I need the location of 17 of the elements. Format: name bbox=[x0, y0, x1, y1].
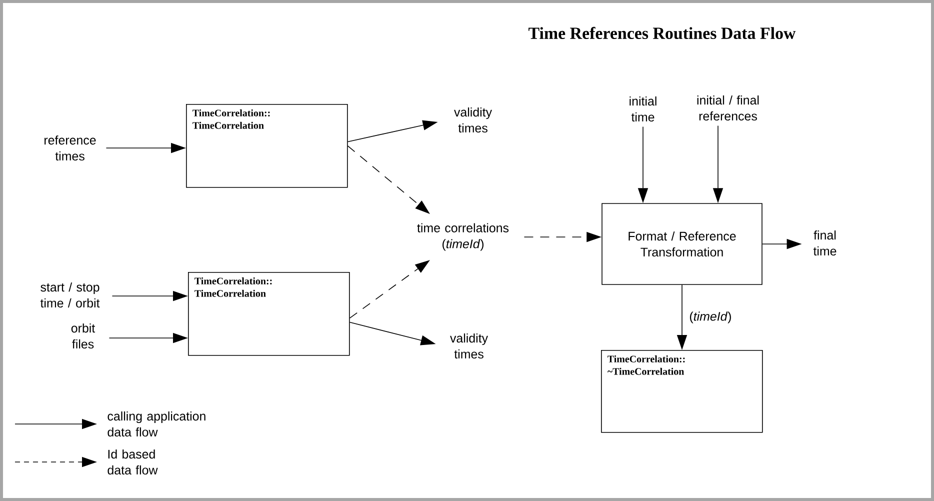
label-text: validity times bbox=[450, 333, 488, 359]
title: Time References Routines Data Flow bbox=[528, 26, 796, 40]
class-box: TimeCorrelation:: TimeCorrelation bbox=[188, 272, 350, 356]
legend-text: calling application data flow bbox=[108, 411, 206, 437]
label-text: orbit files bbox=[71, 323, 96, 349]
class-box: TimeCorrelation:: TimeCorrelation bbox=[186, 104, 348, 188]
label-text: initial / final references bbox=[697, 95, 759, 121]
legend-text: Id based data flow bbox=[108, 449, 158, 475]
process-box: Format / Reference Transformation bbox=[602, 203, 762, 285]
label-text: reference times bbox=[44, 135, 96, 161]
label-text: initial time bbox=[630, 96, 656, 122]
edge-label: (timeId) bbox=[688, 310, 733, 324]
label-text: validity times bbox=[454, 107, 492, 133]
label-text: final time bbox=[813, 230, 836, 256]
label-text: time correlations (timeId) bbox=[417, 223, 509, 251]
label-text: start / stop time / orbit bbox=[40, 282, 100, 308]
class-box: TimeCorrelation:: ~TimeCorrelation bbox=[601, 350, 763, 433]
